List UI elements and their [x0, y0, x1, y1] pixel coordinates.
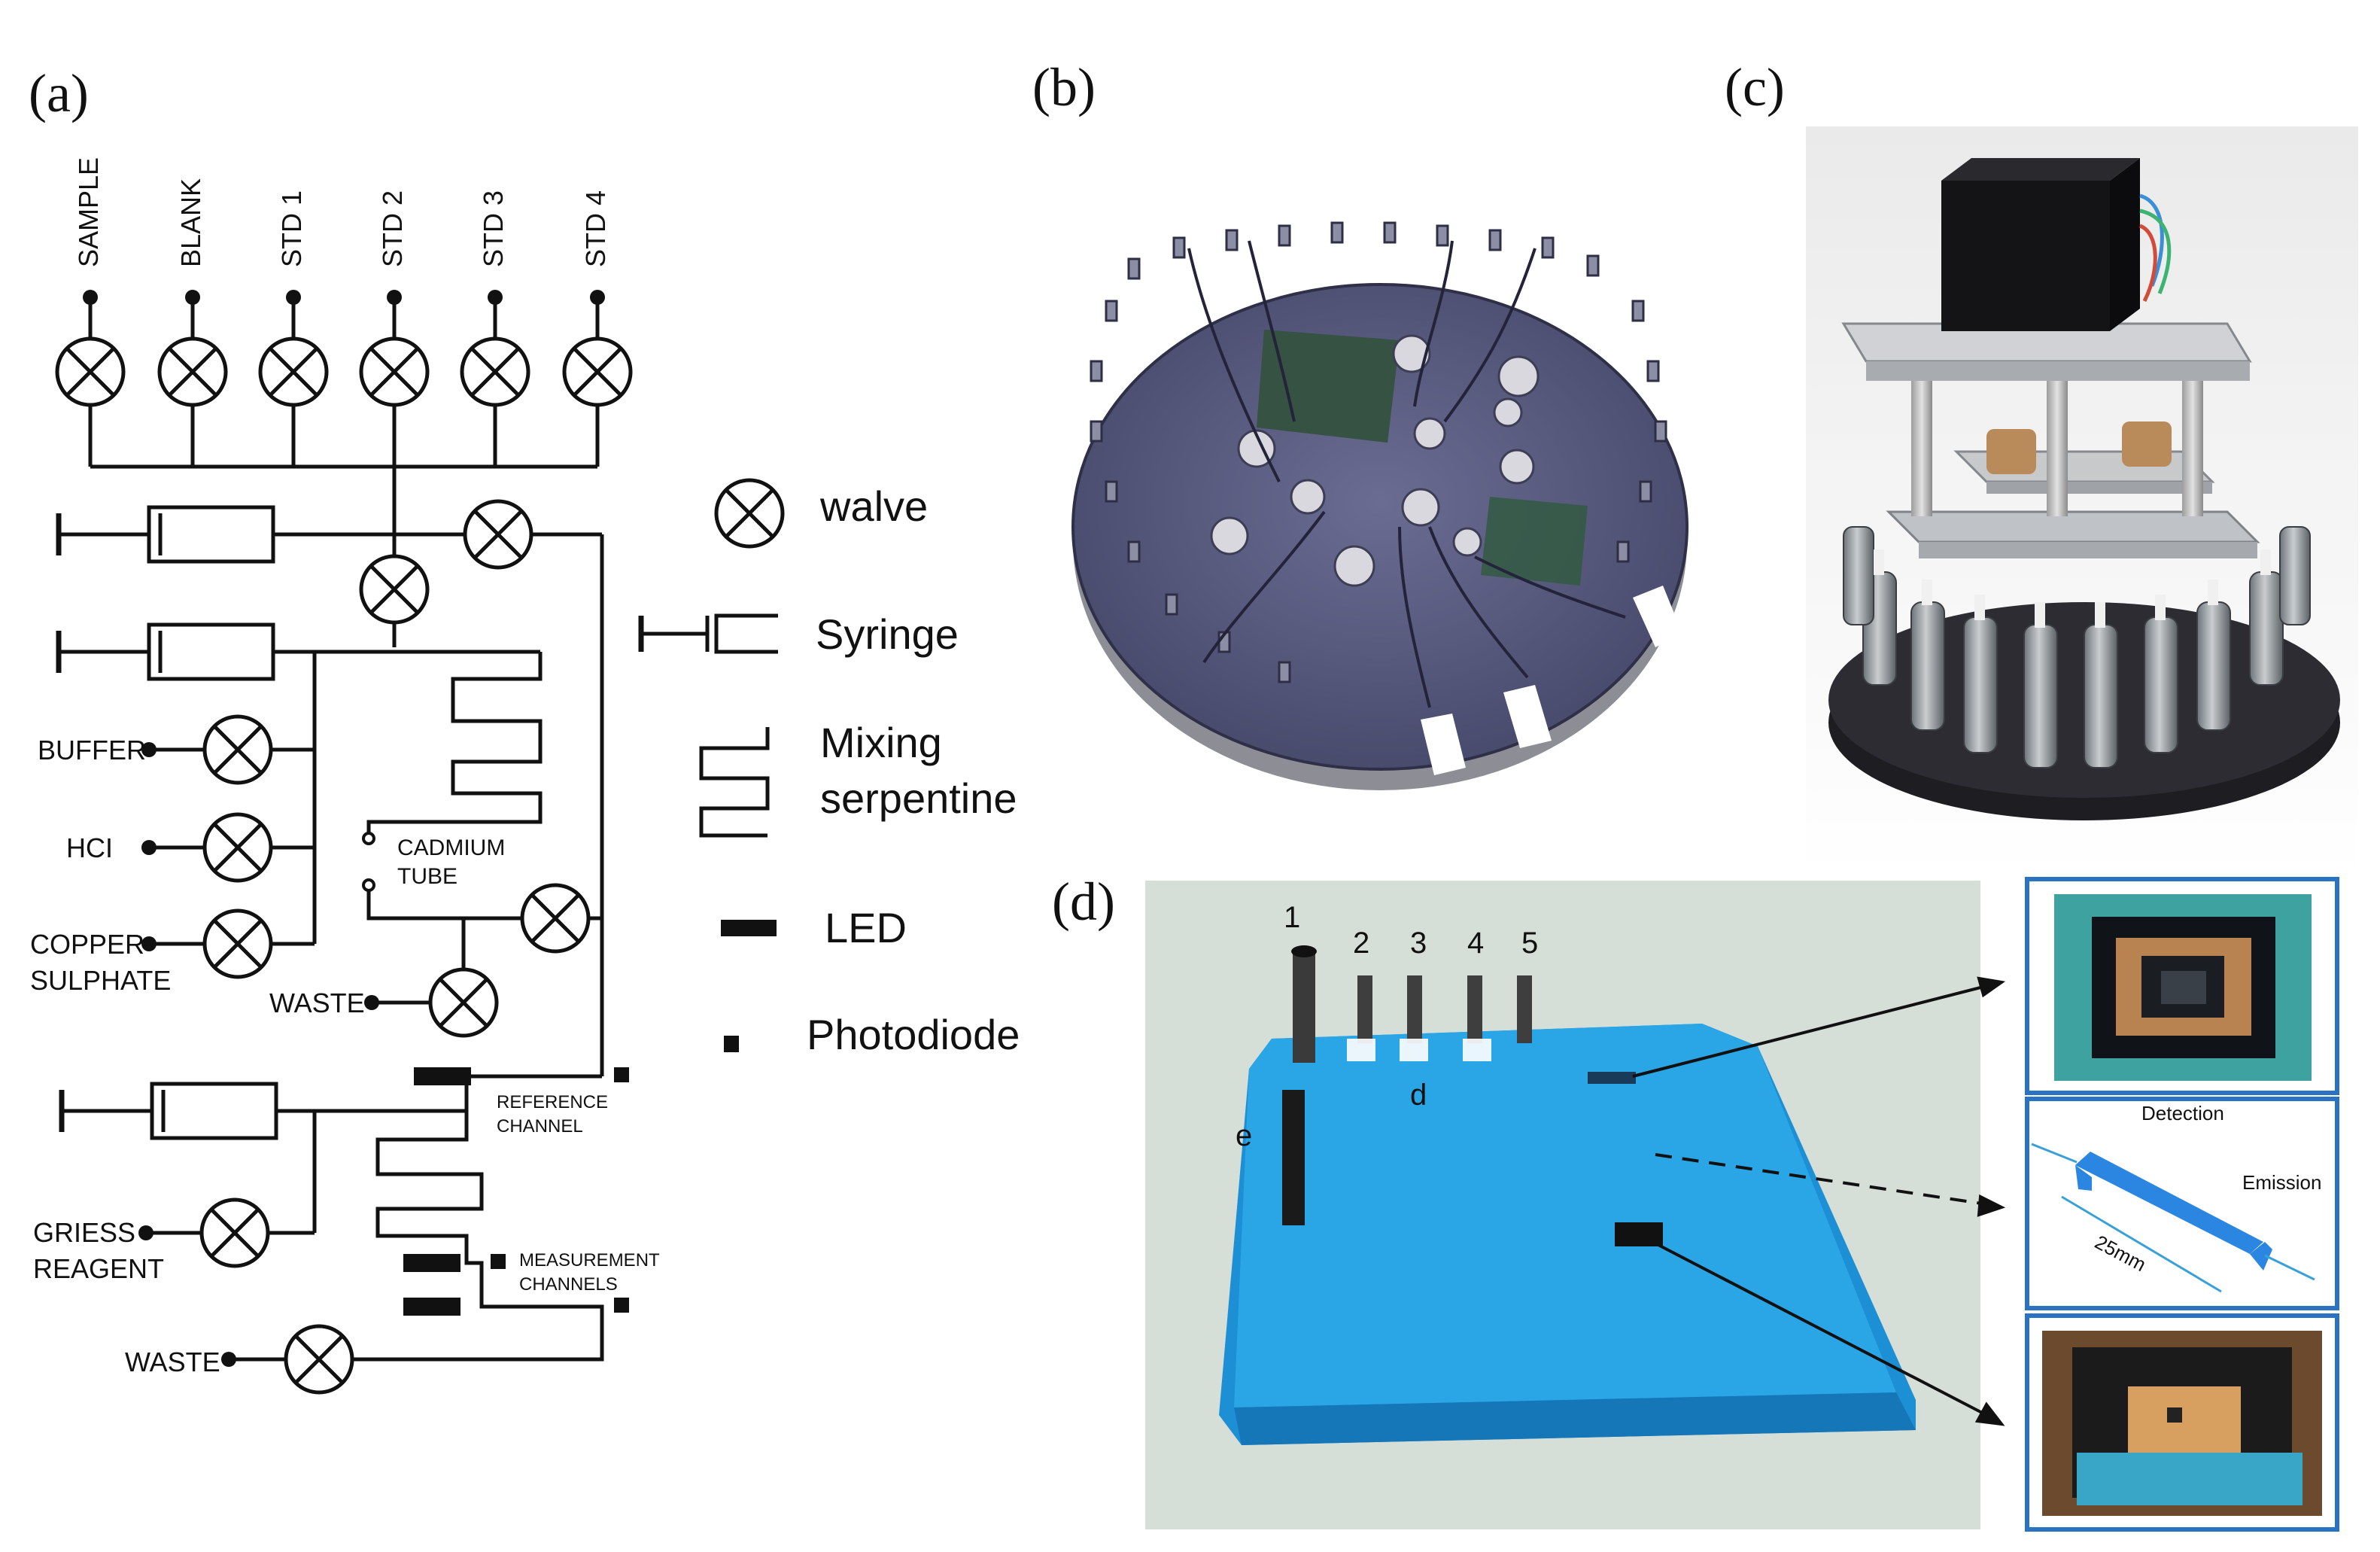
label-waste-bottom: WASTE — [125, 1347, 220, 1377]
disc-device-photo — [1806, 126, 2358, 879]
label-cadmium: CADMIUM — [397, 835, 505, 860]
valve-icon — [462, 339, 528, 405]
valve-icon — [361, 556, 427, 622]
input-label-blank: BLANK — [175, 178, 206, 267]
input-valves — [57, 290, 631, 469]
input-label-sample: SAMPLE — [73, 157, 104, 267]
panel-label-c: (c) — [1725, 57, 1785, 117]
legend-serpentine-label: serpentine — [820, 774, 1017, 822]
label-d: d — [1410, 1079, 1427, 1112]
label-channels: CHANNELS — [519, 1274, 618, 1295]
led-icon — [721, 920, 777, 936]
label-griess: GRIESS — [33, 1217, 135, 1248]
label-copper: COPPER — [30, 929, 144, 960]
port-label-2: 2 — [1353, 927, 1369, 960]
label-emission: Emission — [2242, 1171, 2321, 1194]
valve-icon — [716, 480, 783, 546]
photodiode-icon — [614, 1067, 629, 1082]
mixing-serpentine-icon — [366, 652, 543, 834]
port-label-1: 1 — [1284, 901, 1300, 934]
port-label-4: 4 — [1467, 927, 1484, 960]
photodiode-icon — [724, 1036, 739, 1052]
microfluidic-disc-render — [1071, 221, 1688, 790]
mixing-serpentine-icon — [699, 727, 770, 838]
label-measurement: MEASUREMENT — [519, 1250, 660, 1271]
label-waste-top: WASTE — [269, 987, 365, 1018]
led-icon — [414, 1067, 471, 1085]
photodiode-icon — [614, 1298, 629, 1313]
label-tube: TUBE — [397, 864, 457, 889]
legend-photodiode-label: Photodiode — [807, 1011, 1020, 1058]
valve-icon — [57, 339, 123, 405]
panel-label-d: (d) — [1052, 872, 1115, 932]
port-label-3: 3 — [1410, 927, 1427, 960]
led-icon — [403, 1298, 460, 1316]
valve-icon — [205, 814, 271, 881]
legend-led-label: LED — [825, 904, 907, 951]
legend-syringe-label: Syringe — [816, 610, 959, 658]
input-label-std4: STD 4 — [580, 190, 611, 267]
port-label-5: 5 — [1521, 927, 1538, 960]
valve-icon — [205, 717, 271, 783]
chip-photo: 1 2 3 4 5 d e — [1145, 877, 2339, 1532]
syringe-icon — [59, 625, 273, 679]
legend: walve Syringe Mixing serpentine LED Phot… — [638, 480, 1020, 1058]
label-channel: CHANNEL — [497, 1116, 583, 1137]
input-label-std3: STD 3 — [478, 190, 509, 267]
label-reagent: REAGENT — [33, 1253, 164, 1284]
input-label-std2: STD 2 — [377, 190, 408, 267]
label-hcl: HCI — [66, 832, 113, 863]
valve-icon — [160, 339, 226, 405]
inset-top — [2025, 877, 2339, 1095]
led-icon — [403, 1254, 460, 1272]
valve-icon — [202, 1200, 268, 1266]
inset-bottom — [2025, 1313, 2339, 1532]
label-e: e — [1236, 1119, 1252, 1152]
mixing-serpentine-icon — [354, 1111, 604, 1362]
legend-mixing-label: Mixing — [820, 719, 942, 766]
label-buffer: BUFFER — [38, 735, 146, 765]
schematic-diagram: SAMPLE BLANK STD 1 STD 2 STD 3 STD 4 — [30, 157, 660, 1392]
valve-icon — [260, 339, 327, 405]
syringe-icon — [638, 613, 778, 654]
valve-icon — [522, 885, 588, 951]
valve-icon — [465, 501, 531, 568]
label-sulphate-text: SULPHATE — [30, 965, 171, 996]
inset-middle: Detection Emission 25mm — [2025, 1097, 2339, 1310]
panel-label-a: (a) — [29, 63, 89, 123]
panel-label-b: (b) — [1032, 57, 1096, 117]
label-reference: REFERENCE — [497, 1092, 608, 1112]
legend-valve-label: walve — [819, 482, 928, 530]
valve-icon — [564, 339, 631, 405]
label-detection: Detection — [2141, 1102, 2224, 1124]
valve-icon — [286, 1326, 352, 1392]
valve-icon — [205, 911, 271, 977]
syringe-icon — [59, 507, 273, 561]
input-label-std1: STD 1 — [276, 190, 307, 267]
valve-icon — [430, 969, 497, 1036]
valve-icon — [361, 339, 427, 405]
photodiode-icon — [491, 1254, 506, 1269]
syringe-icon — [62, 1084, 276, 1138]
